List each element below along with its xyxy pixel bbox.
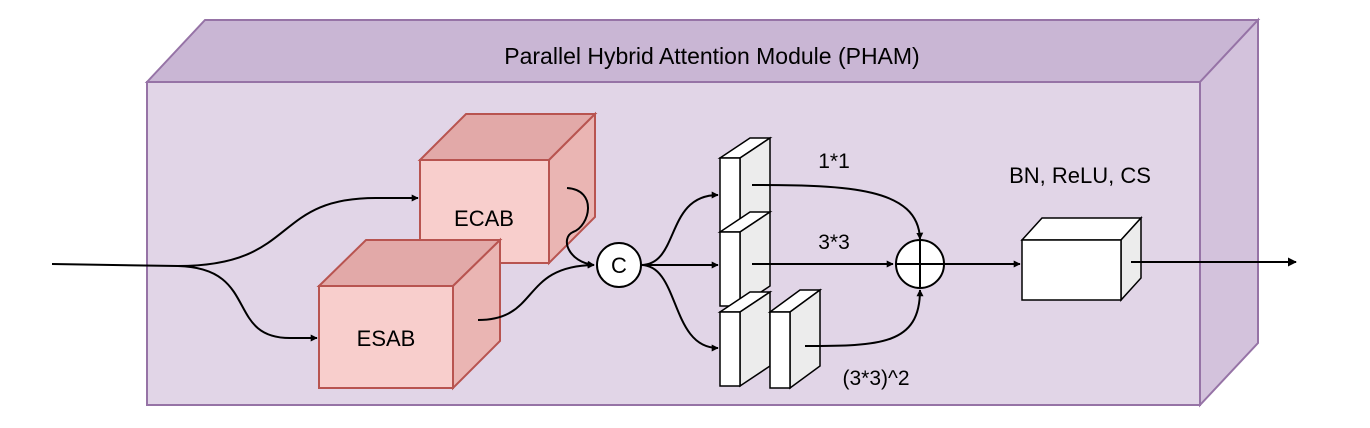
conv1-label: 1*1 [818,150,850,173]
concat-to-conv33-arrow [640,264,719,352]
esab-to-concat-arrow [477,261,595,321]
conv33b-box [767,288,823,390]
sum-node [895,239,945,289]
conv3-label: 3*3 [818,231,850,254]
input-to-ecab-arrow [177,194,419,267]
module-side-face [1199,17,1259,408]
concat-label: C [611,253,627,278]
module-title: Parallel Hybrid Attention Module (PHAM) [504,43,919,69]
conv3-front [719,231,741,307]
conv1-to-sum-arrow [751,184,924,240]
concat-connectors [477,187,595,321]
ecab-to-concat-arrow [565,187,595,268]
branch-connectors [640,191,719,352]
post-label: BN, ReLU, CS [1009,163,1151,188]
conv33sq-label: (3*3)^2 [842,367,909,390]
pham-module: Parallel Hybrid Attention Module (PHAM) [144,17,1261,408]
conv33b-front [769,311,791,389]
esab-label: ESAB [357,326,416,351]
conv33a-box [717,290,773,388]
output-connectors [944,257,1297,268]
esab-block: ESAB [316,237,503,391]
concat-node: C [596,242,642,288]
conv3-box [717,210,773,308]
conv33-to-sum-arrow [804,289,924,347]
input-line [51,263,179,267]
ecab-label: ECAB [454,206,514,231]
plus-icon [896,240,944,288]
concat-to-conv1-arrow [640,191,719,266]
input-connectors [51,194,419,342]
sum-connectors [751,184,924,347]
post-box [1020,216,1143,302]
input-to-esab-arrow [177,265,318,342]
esab-front-face [318,285,454,389]
post-front [1021,239,1122,301]
conv1-box [717,136,773,234]
conv33a-front [719,311,741,387]
